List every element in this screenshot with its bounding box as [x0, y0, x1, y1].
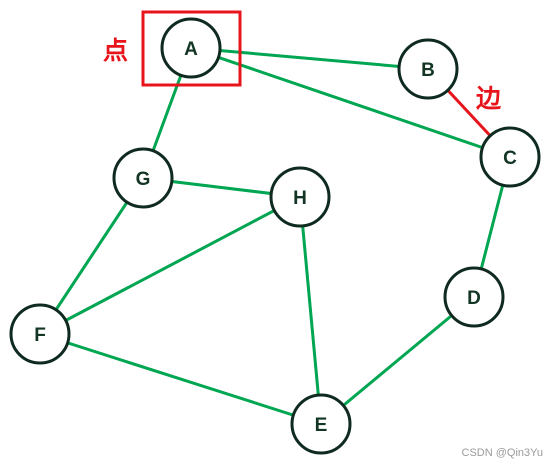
edge-f-h	[39, 195, 301, 336]
node-circle	[397, 38, 459, 100]
node-f: F	[9, 303, 71, 365]
node-circle	[269, 166, 331, 228]
node-circle	[479, 126, 541, 188]
node-c: C	[479, 126, 541, 188]
edge-e-h	[298, 196, 323, 425]
vertex-highlight-box	[141, 10, 242, 87]
node-g: G	[112, 147, 174, 209]
node-label: E	[315, 415, 328, 436]
watermark: CSDN @Qin3Yu	[462, 447, 543, 459]
node-label: A	[184, 39, 198, 60]
edge-a-c	[190, 46, 511, 159]
node-label: G	[136, 169, 151, 190]
edge-annotation: 边	[476, 84, 502, 113]
node-circle	[290, 393, 352, 455]
node-label: H	[293, 188, 307, 209]
edge-a-b	[190, 46, 429, 71]
node-circle	[112, 147, 174, 209]
edge-d-e	[320, 295, 475, 426]
node-label: F	[34, 325, 46, 346]
edge-f-g	[38, 177, 145, 335]
node-circle	[160, 17, 222, 79]
node-h: H	[269, 166, 331, 228]
node-label: C	[503, 148, 517, 169]
node-e: E	[290, 393, 352, 455]
node-label: B	[421, 60, 435, 81]
node-label: D	[467, 288, 481, 309]
node-b: B	[397, 38, 459, 100]
node-a: A	[160, 17, 222, 79]
node-circle	[9, 303, 71, 365]
node-circle	[443, 266, 505, 328]
node-d: D	[443, 266, 505, 328]
edges-layer	[38, 46, 512, 426]
edge-e-f	[39, 332, 322, 426]
vertex-annotation: 点	[103, 36, 128, 65]
nodes-layer: A B C D E F G H	[9, 17, 541, 455]
